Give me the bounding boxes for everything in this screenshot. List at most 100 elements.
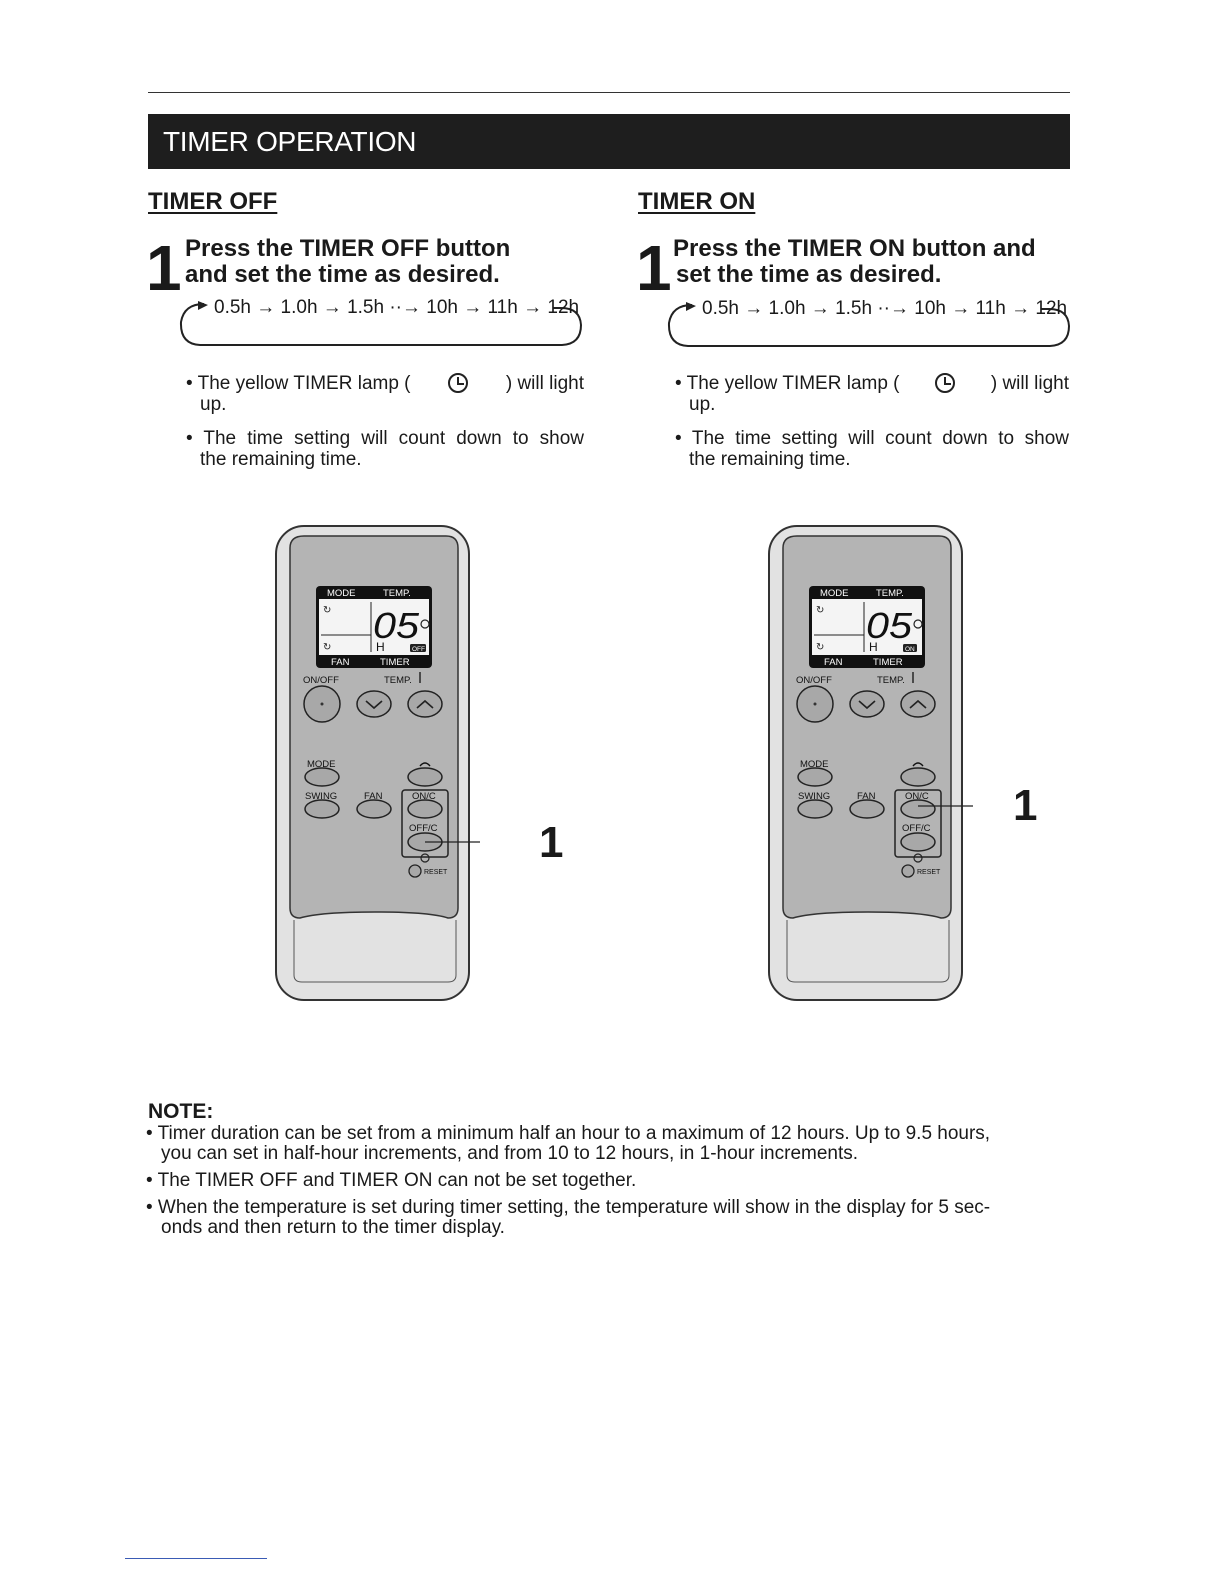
chevron-down-icon <box>365 700 383 710</box>
lcd-mode-label: MODE <box>327 588 356 599</box>
timer-on-button[interactable] <box>407 799 443 819</box>
mode-swirl-icon: ↻ <box>323 605 331 616</box>
timer-on-bullet-lamp: • The yellow TIMER lamp ( ) will light u… <box>675 373 1069 415</box>
swing-button[interactable] <box>304 799 340 819</box>
timer-on-bullet-countdown-line1: • The time setting will count down to sh… <box>675 428 1069 449</box>
chevron-up-icon <box>416 699 434 709</box>
onoff-label: ON/OFF <box>796 675 832 686</box>
fan-button[interactable] <box>849 799 885 819</box>
lcd-clock-icon <box>913 619 923 629</box>
chevron-up-icon <box>909 699 927 709</box>
timer-off-bullet-lamp-post: ) will light <box>505 373 584 394</box>
timer-on-bullet-lamp-pre: • The yellow TIMER lamp ( <box>675 373 900 394</box>
timer-off-bullet-countdown: • The time setting will count down to sh… <box>186 428 584 470</box>
timer-on-step-line2: set the time as desired. <box>676 261 942 288</box>
temp-down-button[interactable] <box>849 690 885 718</box>
note-item-duration: • Timer duration can be set from a minim… <box>146 1124 1071 1164</box>
timer-on-bullet-lamp-post: ) will light <box>990 373 1069 394</box>
onoff-label: ON/OFF <box>303 675 339 686</box>
timer-on-step-number: 1 <box>636 232 672 304</box>
note-item-duration-line2: you can set in half-hour increments, and… <box>161 1143 859 1164</box>
fan-swirl-icon: ↻ <box>816 642 824 653</box>
temp-down-button[interactable] <box>356 690 392 718</box>
note-item-exclusive: • The TIMER OFF and TIMER ON can not be … <box>146 1170 637 1191</box>
timer-off-sequence: 0.5h → 1.0h → 1.5h ··→ 10h → 11h → 12h <box>214 297 580 318</box>
section-banner: TIMER OPERATION <box>148 114 1070 169</box>
timer-on-sequence-loop <box>667 302 1071 347</box>
sleep-button[interactable] <box>407 767 443 787</box>
remote-control-timer-off: MODE TEMP. FAN TIMER ↻ ↻ 05 H OFF ON/OFF… <box>275 525 480 1001</box>
temp-label: TEMP. <box>384 675 412 686</box>
timer-on-bullet-countdown: • The time setting will count down to sh… <box>675 428 1069 470</box>
sleep-button[interactable] <box>900 767 936 787</box>
footer-link-line <box>125 1558 267 1559</box>
timer-off-button[interactable] <box>900 832 936 852</box>
timer-on-bullet-lamp-cont: up. <box>689 394 716 415</box>
timer-on-bullet-countdown-line2: the remaining time. <box>689 449 851 470</box>
swing-button[interactable] <box>797 799 833 819</box>
timer-off-bullet-countdown-line2: the remaining time. <box>200 449 362 470</box>
temp-up-button[interactable] <box>900 690 936 718</box>
note-item-temperature-line1: • When the temperature is set during tim… <box>146 1197 991 1218</box>
temp-up-button[interactable] <box>407 690 443 718</box>
timer-off-step-line2: and set the time as desired. <box>185 261 500 288</box>
lcd-fan-label: FAN <box>824 657 843 668</box>
sleep-icon <box>419 762 431 767</box>
timer-off-callout: 1 <box>539 818 564 867</box>
chevron-down-icon <box>858 700 876 710</box>
timer-on-button[interactable] <box>900 799 936 819</box>
timer-off-bullet-lamp-pre: • The yellow TIMER lamp ( <box>186 373 411 394</box>
timer-on-step-line1: Press the TIMER ON button and <box>673 235 1036 262</box>
lcd-off-badge: OFF <box>412 646 425 653</box>
top-rule <box>148 92 1070 93</box>
onc-label: ON/C <box>412 791 436 802</box>
timer-on-heading: TIMER ON <box>638 188 756 215</box>
reset-button[interactable] <box>901 864 915 878</box>
timer-off-sequence-loop <box>179 301 583 346</box>
reset-label: RESET <box>424 869 448 876</box>
timer-off-bullet-lamp-cont: up. <box>200 394 227 415</box>
lcd-timer-label: TIMER <box>873 657 903 668</box>
lcd-unit: H <box>376 640 385 654</box>
offc-label: OFF/C <box>409 823 438 834</box>
timer-lamp-icon <box>448 373 469 393</box>
timer-off-step-number: 1 <box>146 232 182 304</box>
timer-off-bullet-countdown-line1: • The time setting will count down to sh… <box>186 428 584 449</box>
fan-label: FAN <box>857 791 876 802</box>
temp-label: TEMP. <box>877 675 905 686</box>
timer-button-group <box>401 789 449 858</box>
swing-label: SWING <box>305 791 337 802</box>
timer-clock-icon <box>420 853 430 863</box>
timer-on-sequence: 0.5h → 1.0h → 1.5h ··→ 10h → 11h → 12h <box>702 298 1068 319</box>
mode-label: MODE <box>307 759 336 770</box>
lcd-mode-label: MODE <box>820 588 849 599</box>
lcd-temp-label: TEMP. <box>876 588 904 599</box>
lcd-digits: 05 <box>866 605 913 646</box>
lcd-temp-label: TEMP. <box>383 588 411 599</box>
reset-button[interactable] <box>408 864 422 878</box>
note-item-temperature: • When the temperature is set during tim… <box>146 1198 1071 1238</box>
mode-button[interactable] <box>797 767 833 787</box>
offc-label: OFF/C <box>902 823 931 834</box>
fan-swirl-icon: ↻ <box>323 642 331 653</box>
mode-swirl-icon: ↻ <box>816 605 824 616</box>
timer-off-step-line1: Press the TIMER OFF button <box>185 235 511 262</box>
timer-off-heading: TIMER OFF <box>148 188 278 215</box>
timer-clock-icon <box>913 853 923 863</box>
fan-button[interactable] <box>356 799 392 819</box>
note-item-temperature-line2: onds and then return to the timer displa… <box>161 1217 505 1238</box>
mode-button[interactable] <box>304 767 340 787</box>
lcd-on-badge: ON <box>905 646 915 653</box>
timer-on-callout: 1 <box>1013 781 1038 830</box>
reset-label: RESET <box>917 869 941 876</box>
timer-lamp-icon <box>935 373 956 393</box>
mode-label: MODE <box>800 759 829 770</box>
lcd-unit: H <box>869 640 878 654</box>
lcd-clock-icon <box>420 619 430 629</box>
swing-label: SWING <box>798 791 830 802</box>
note-item-duration-line1: • Timer duration can be set from a minim… <box>146 1123 991 1144</box>
fan-label: FAN <box>364 791 383 802</box>
lcd-timer-label: TIMER <box>380 657 410 668</box>
sleep-icon <box>912 762 924 767</box>
lcd-digits: 05 <box>373 605 420 646</box>
